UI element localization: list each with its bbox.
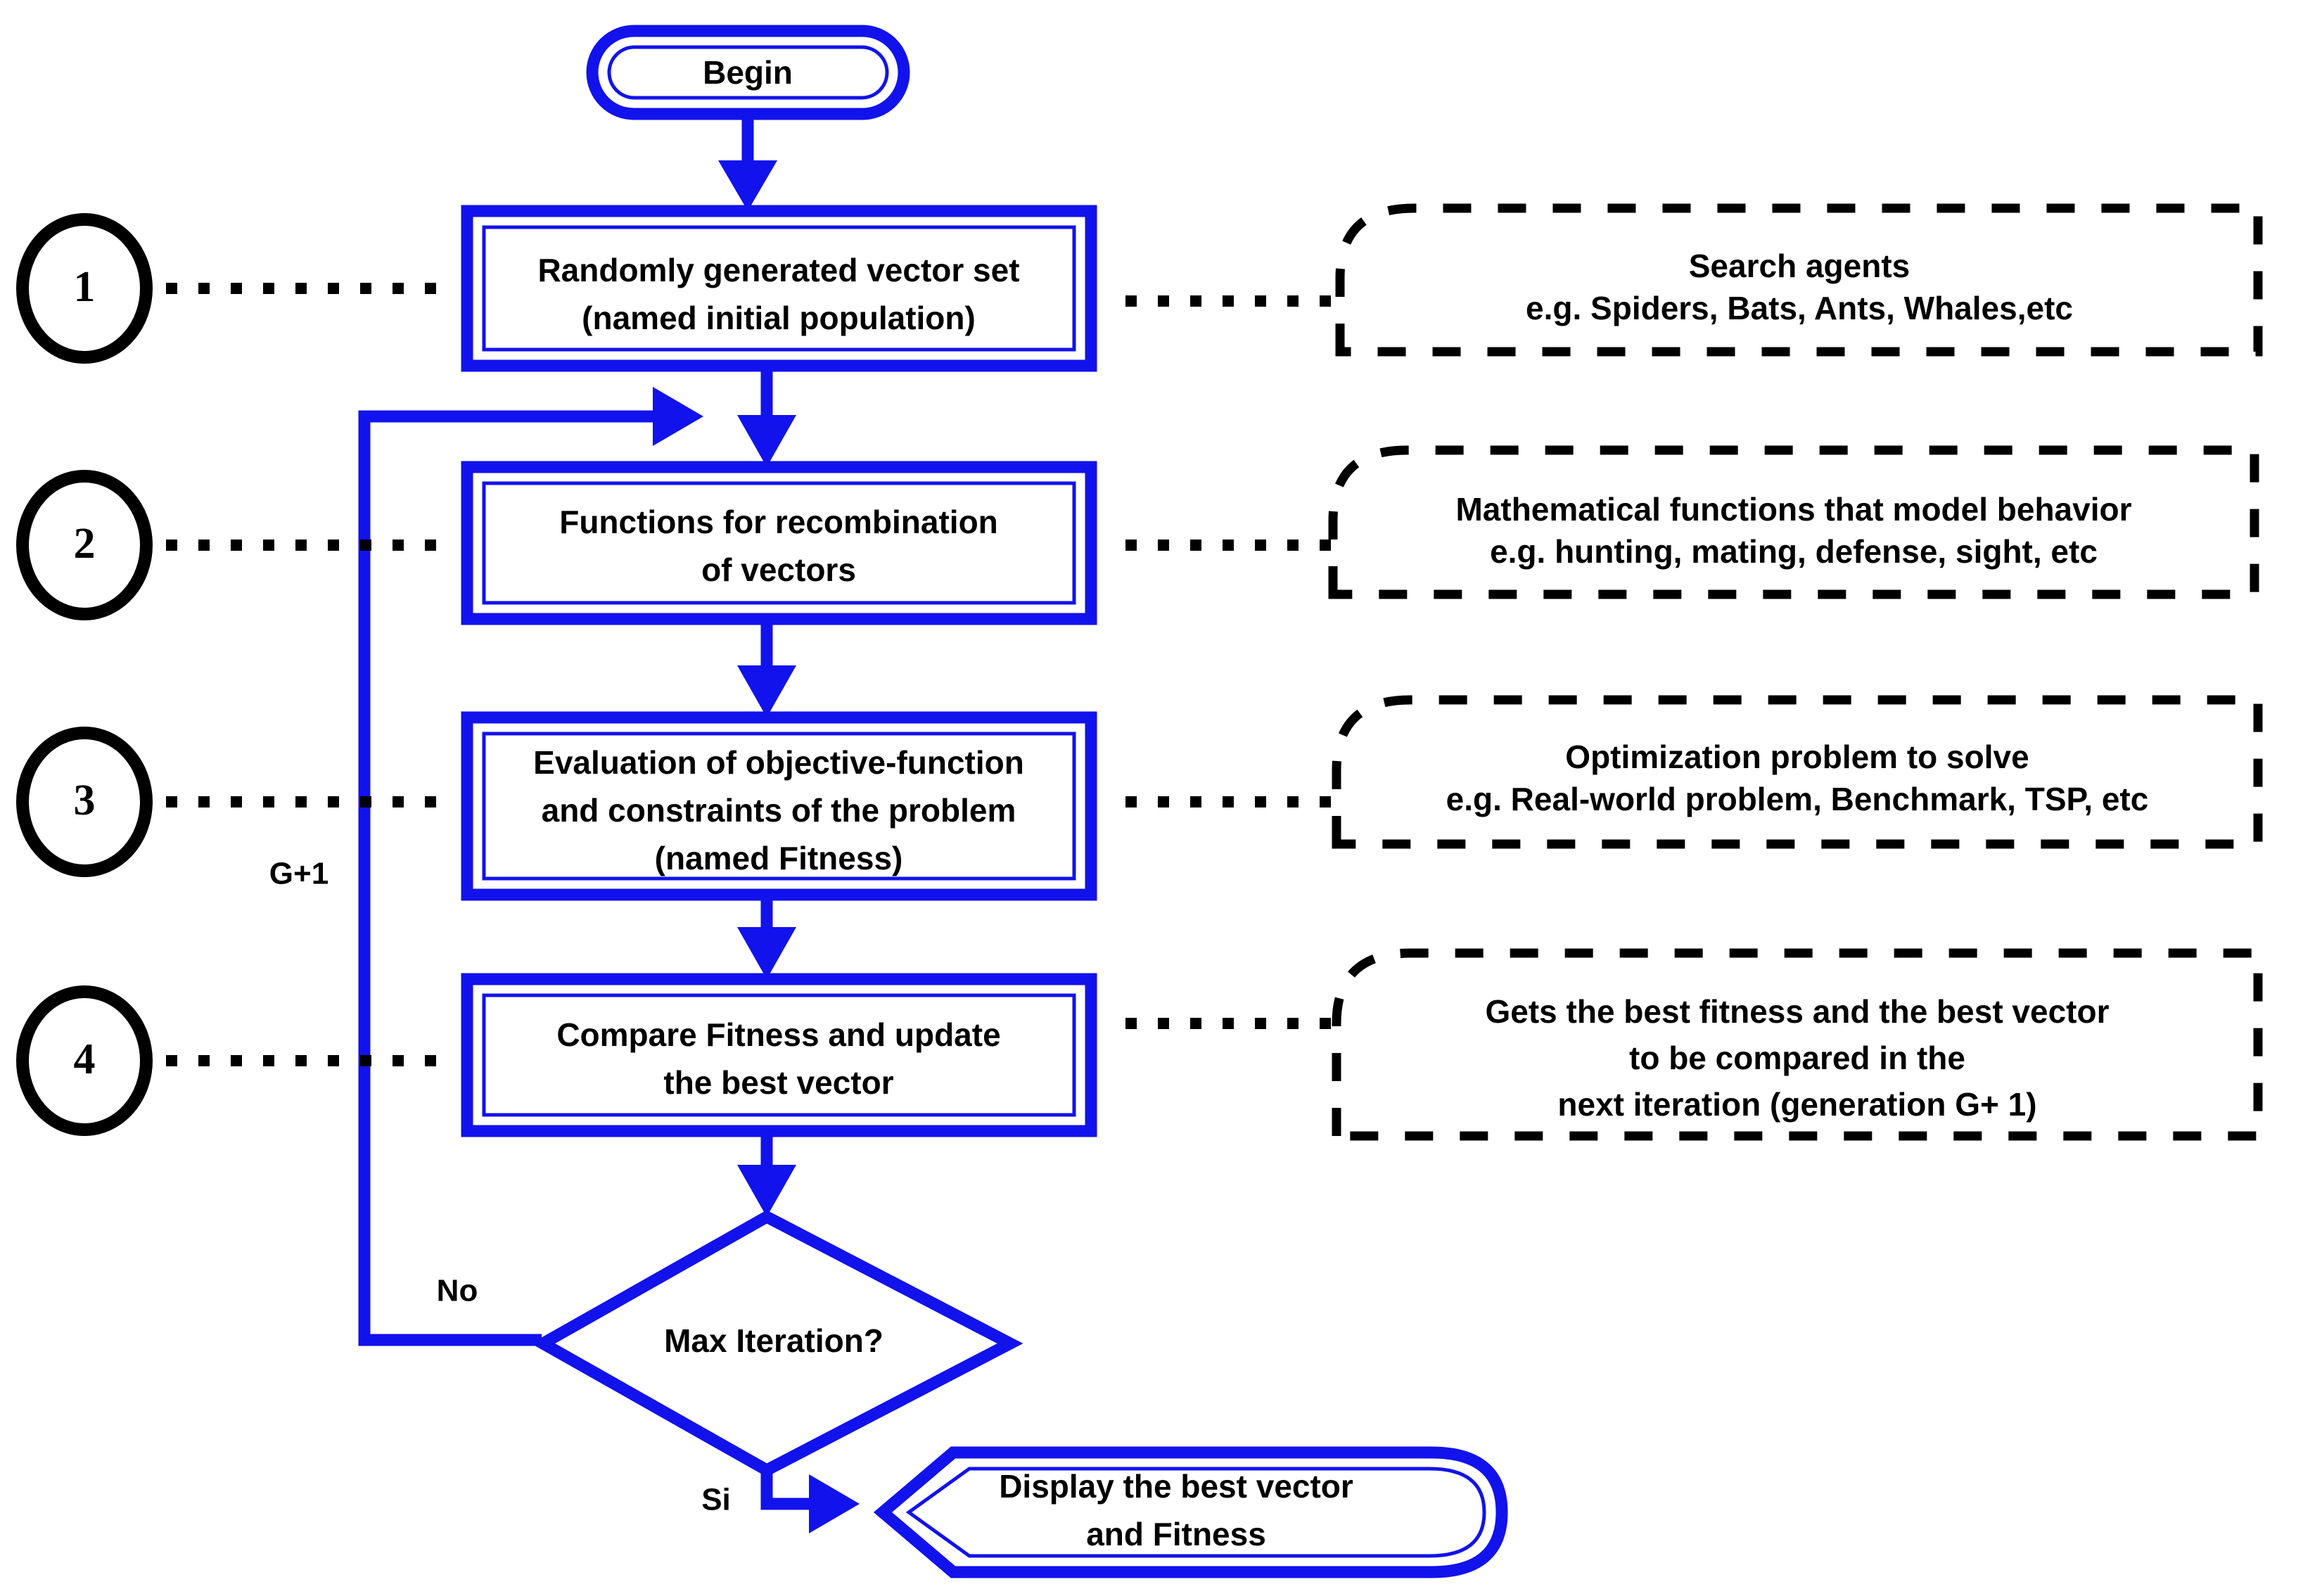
note-2-line2: e.g. hunting, mating, defense, sight, et… [1490,533,2098,570]
badge-1: 1 [16,213,153,364]
edge-label-yes: Si [701,1483,731,1517]
note-4-line3: next iteration (generation G+ 1) [1557,1086,2036,1123]
node-display-line1: Display the best vector [999,1468,1353,1505]
node-decision-label: Max Iteration? [664,1322,883,1359]
note-1-line1: Search agents [1689,248,1910,284]
note-3-line2: e.g. Real-world problem, Benchmark, TSP,… [1446,781,2149,817]
edge-step1-to-step2 [737,366,796,467]
note-1-line2: e.g. Spiders, Bats, Ants, Whales,etc [1526,290,2073,326]
node-step4-line2: the best vector [663,1064,893,1101]
edge-label-loop: G+1 [269,857,328,891]
edge-step4-to-decision [737,1131,796,1217]
node-decision[interactable]: Max Iteration? [530,1210,1023,1477]
node-step2-line2: of vectors [701,551,856,588]
badge-1-number: 1 [74,263,96,311]
node-step1-line2: (named initial population) [582,300,976,336]
edge-begin-to-step1 [718,113,777,211]
badge-4-number: 4 [74,1035,96,1083]
badge-4: 4 [16,985,153,1136]
node-step3-line2: and constraints of the problem [542,792,1016,829]
node-step1-line1: Randomly generated vector set [537,252,1019,288]
node-step4-line1: Compare Fitness and update [556,1016,1000,1053]
node-display-line2: and Fitness [1086,1516,1266,1552]
node-step4[interactable]: Compare Fitness and update the best vect… [461,973,1097,1137]
edge-label-no: No [437,1274,478,1308]
node-begin-label: Begin [703,54,793,91]
node-step3[interactable]: Evaluation of objective-function and con… [461,711,1097,901]
badge-3-number: 3 [74,777,96,824]
note-1: Search agents e.g. Spiders, Bats, Ants, … [1335,203,2263,357]
edge-feedback-loop [358,387,703,1346]
edge-step3-to-step4 [737,895,796,979]
badge-2-number: 2 [74,520,96,568]
note-4: Gets the best fitness and the best vecto… [1332,948,2263,1141]
node-step1[interactable]: Randomly generated vector set (named ini… [461,205,1097,372]
note-2: Mathematical functions that model behavi… [1328,445,2259,599]
note-3: Optimization problem to solve e.g. Real-… [1332,695,2263,849]
node-step2-line1: Functions for recombination [559,504,998,540]
badge-3: 3 [16,727,153,877]
note-4-line1: Gets the best fitness and the best vecto… [1485,993,2109,1030]
node-step3-line1: Evaluation of objective-function [533,744,1024,781]
node-step3-line3: (named Fitness) [655,840,903,876]
badge-2: 2 [16,470,153,620]
note-4-line2: to be compared in the [1629,1040,1965,1076]
node-step2[interactable]: Functions for recombination of vectors [461,461,1097,625]
note-3-line1: Optimization problem to solve [1565,739,2029,775]
node-begin[interactable]: Begin [586,25,910,120]
edge-step2-to-step3 [737,619,796,717]
node-display[interactable]: Display the best vector and Fitness [873,1446,1508,1578]
note-2-line1: Mathematical functions that model behavi… [1455,491,2131,528]
